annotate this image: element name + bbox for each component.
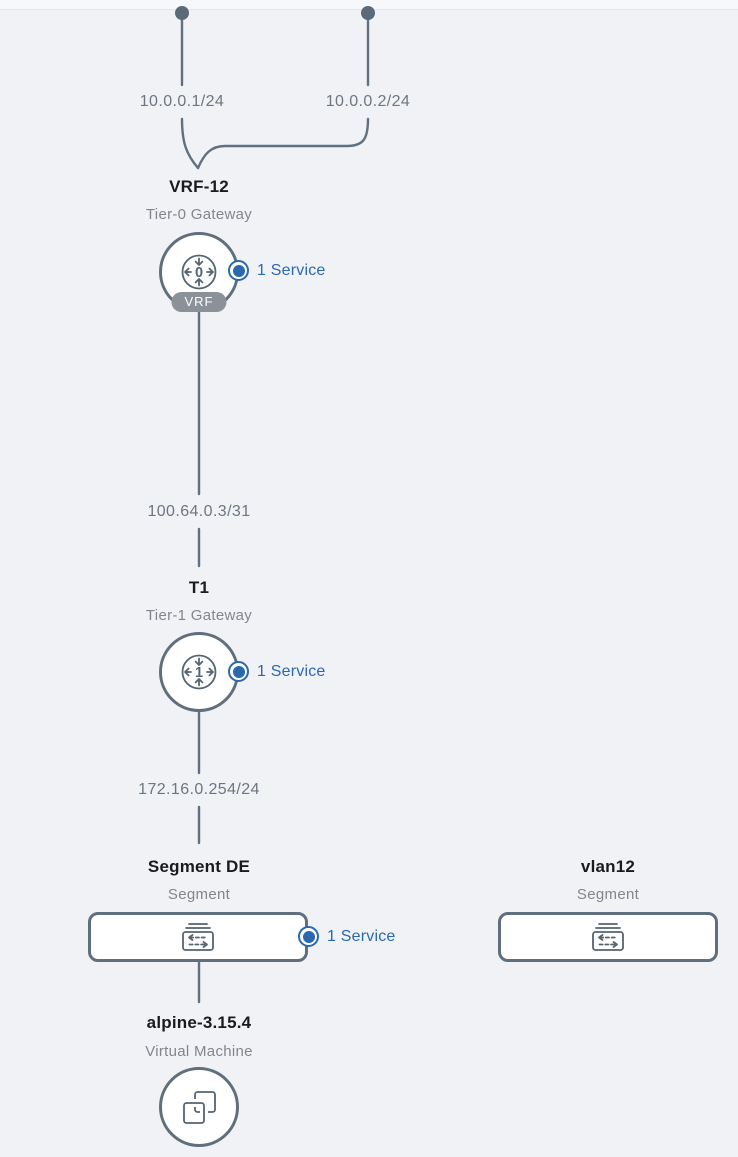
t1-services-badge[interactable]: 1 Service: [228, 661, 326, 682]
segment-de-subtitle: Segment: [167, 886, 231, 903]
segment-de-title: Segment DE: [147, 857, 251, 876]
vlan12-node[interactable]: [498, 912, 718, 962]
vrf-badge: VRF: [171, 292, 227, 312]
t1-services-label: 1 Service: [257, 662, 326, 680]
segment-de-services-badge[interactable]: 1 Service: [298, 926, 396, 947]
tier0-gateway-icon: 0: [181, 254, 217, 290]
t0-services-badge[interactable]: 1 Service: [228, 260, 326, 281]
vlan12-subtitle: Segment: [576, 886, 640, 903]
t0-services-label: 1 Service: [257, 261, 326, 279]
segment-de-service-indicator-icon: [298, 926, 319, 947]
svg-text:0: 0: [195, 265, 203, 281]
vlan12-title: vlan12: [580, 857, 636, 876]
t0-t1-link-ip-label: 100.64.0.3/31: [147, 503, 251, 520]
segment-icon: [592, 923, 624, 951]
t1-gateway-node[interactable]: 1: [159, 632, 239, 712]
tier1-gateway-icon: 1: [181, 654, 217, 690]
t0-gateway-subtitle: Tier-0 Gateway: [145, 206, 253, 223]
uplink1-curve: [180, 117, 200, 170]
t1-gateway-subtitle: Tier-1 Gateway: [145, 607, 253, 624]
t0-gateway-title: VRF-12: [169, 177, 229, 196]
virtual-machine-icon: [180, 1091, 216, 1127]
uplink2-curve: [196, 117, 370, 170]
t1-service-indicator-icon: [228, 661, 249, 682]
vm-subtitle: Virtual Machine: [145, 1043, 253, 1060]
vm-title: alpine-3.15.4: [146, 1013, 252, 1032]
segment-de-services-label: 1 Service: [327, 927, 396, 945]
svg-text:1: 1: [195, 665, 203, 681]
vm-node[interactable]: [159, 1067, 239, 1147]
segment-icon: [182, 923, 214, 951]
segment-de-node[interactable]: [88, 912, 308, 962]
t1-segment-link-ip-label: 172.16.0.254/24: [138, 781, 260, 798]
uplink1-port-dot: [175, 6, 189, 20]
uplink2-ip-label: 10.0.0.2/24: [325, 93, 411, 110]
t1-gateway-title: T1: [188, 578, 210, 597]
uplink2-port-dot: [361, 6, 375, 20]
t0-service-indicator-icon: [228, 260, 249, 281]
uplink1-ip-label: 10.0.0.1/24: [139, 93, 225, 110]
